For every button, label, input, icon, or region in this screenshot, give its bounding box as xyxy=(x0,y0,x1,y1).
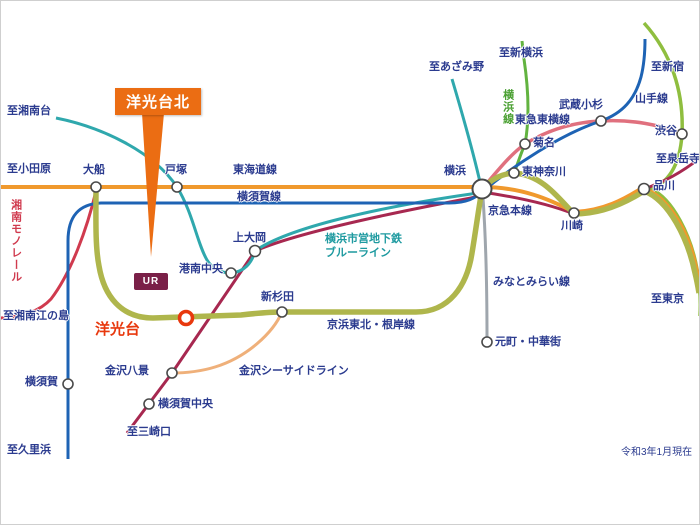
station-marker-higashi-kanagawa xyxy=(508,167,520,179)
line-label-keikyu: 京急本線 xyxy=(488,205,532,217)
station-label-kamiooka: 上大岡 xyxy=(233,232,266,244)
station-label-ofuna: 大船 xyxy=(83,164,105,176)
station-label-yokodai: 洋光台 xyxy=(95,321,141,338)
station-label-kikuna: 菊名 xyxy=(533,137,555,149)
ur-logo: UR xyxy=(134,273,168,290)
line-label-toyoko: 東急東横線 xyxy=(515,114,570,126)
station-marker-shibuya xyxy=(676,128,688,140)
line-label-yokosuka: 横須賀線 xyxy=(237,191,281,203)
station-marker-kikuna xyxy=(519,138,531,150)
line-minatomirai xyxy=(481,197,489,340)
station-marker-motomachi xyxy=(481,336,493,348)
station-label-kanazawa-hakkei: 金沢八景 xyxy=(105,365,149,377)
callout-pointer xyxy=(142,113,164,257)
station-label-motomachi: 元町・中華街 xyxy=(495,336,561,348)
station-label-shinagawa: 品川 xyxy=(653,180,675,192)
dest-label-odawara: 至小田原 xyxy=(7,163,51,175)
dest-label-azamino: 至あざみ野 xyxy=(429,61,484,73)
station-marker-musashi-kosugi xyxy=(595,115,607,127)
station-label-musashi-kosugi: 武蔵小杉 xyxy=(559,99,603,111)
station-label-shin-sugita: 新杉田 xyxy=(261,291,294,303)
line-seaside xyxy=(170,311,284,375)
line-toyoko xyxy=(480,118,683,191)
callout-yokodai-kita: 洋光台北 xyxy=(115,88,201,115)
line-label-negishi: 京浜東北・根岸線 xyxy=(327,319,415,331)
as-of-note: 令和3年1月現在 xyxy=(621,447,693,458)
line-label-yokohama-line: 横浜線 xyxy=(501,89,514,125)
line-label-yamanote: 山手線 xyxy=(635,93,668,105)
station-marker-yokosuka-chuo xyxy=(143,398,155,410)
line-label-subway-blue-1: 横浜市営地下鉄 xyxy=(325,233,402,245)
station-label-shibuya: 渋谷 xyxy=(655,125,677,137)
dest-label-shonandai: 至湘南台 xyxy=(7,105,51,117)
line-label-minatomirai: みなとみらい線 xyxy=(493,276,570,288)
line-keikyu xyxy=(125,156,699,434)
station-marker-yokodai-highlight xyxy=(177,309,195,327)
station-marker-shinagawa xyxy=(637,182,651,196)
dest-label-sengakuji: 至泉岳寺 xyxy=(656,153,700,165)
dest-label-shonan-enoshima: 至湘南江の島 xyxy=(3,310,69,322)
dest-label-shinjuku: 至新宿 xyxy=(651,61,684,73)
dest-label-misakiguchi: 至三崎口 xyxy=(127,426,171,438)
line-label-monorail: 湘南モノレール xyxy=(9,199,22,283)
station-label-kawasaki: 川崎 xyxy=(561,220,583,232)
dest-label-tokyo: 至東京 xyxy=(651,293,684,305)
station-label-yokosuka-chuo: 横須賀中央 xyxy=(158,398,213,410)
line-monorail xyxy=(1,190,98,320)
dest-label-shin-yokohama: 至新横浜 xyxy=(499,47,543,59)
station-marker-kamiooka xyxy=(248,244,262,258)
station-marker-konan-chuo xyxy=(225,267,237,279)
station-marker-yokohama xyxy=(471,178,493,200)
line-label-subway-blue-2: ブルーライン xyxy=(325,247,391,259)
dest-label-kurihama: 至久里浜 xyxy=(7,444,51,456)
line-label-seaside: 金沢シーサイドライン xyxy=(239,365,349,377)
station-label-yokohama: 横浜 xyxy=(444,165,466,177)
station-marker-kawasaki xyxy=(568,207,580,219)
line-label-tokaido: 東海道線 xyxy=(233,164,277,176)
station-marker-ofuna xyxy=(90,181,102,193)
station-marker-kanazawa-hakkei xyxy=(166,367,178,379)
station-marker-shin-sugita xyxy=(276,306,288,318)
station-label-higashi-kanagawa: 東神奈川 xyxy=(522,166,566,178)
station-marker-yokosuka xyxy=(62,378,74,390)
station-label-yokosuka: 横須賀 xyxy=(25,376,58,388)
station-label-totsuka: 戸塚 xyxy=(165,164,187,176)
station-marker-totsuka xyxy=(171,181,183,193)
station-label-konan-chuo: 港南中央 xyxy=(179,263,223,275)
